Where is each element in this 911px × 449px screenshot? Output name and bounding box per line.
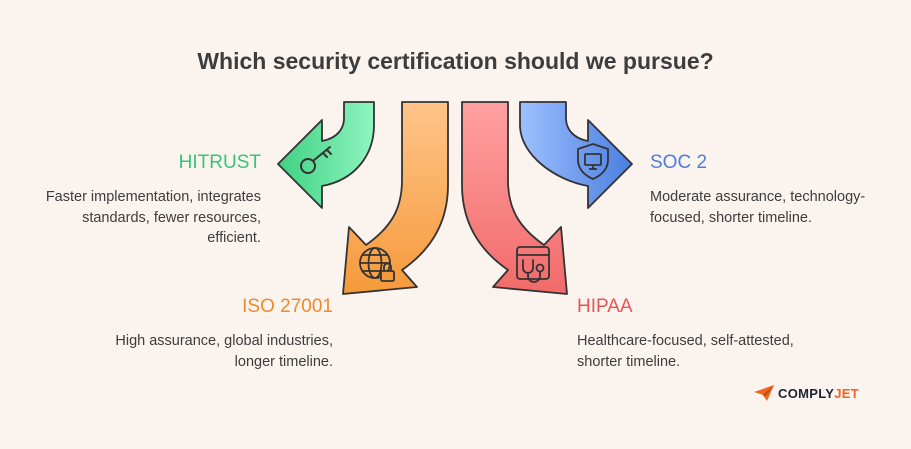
- iso27001-description-line: longer timeline.: [234, 353, 333, 370]
- hitrust-description-line: standards, fewer resources,: [82, 209, 261, 226]
- soc2-description: Moderate assurance, technology- focused,…: [650, 187, 905, 228]
- hipaa-arrow: [461, 101, 568, 295]
- complyjet-logo: COMPLYJET: [754, 383, 859, 403]
- paper-plane-icon: [754, 385, 774, 401]
- soc2-description-line: focused, shorter timeline.: [650, 209, 812, 226]
- stethoscope-window-icon: [516, 246, 550, 283]
- globe-lock-icon: [359, 247, 395, 282]
- hipaa-description: Healthcare-focused, self-attested, short…: [577, 331, 877, 372]
- hitrust-description-line: Faster implementation, integrates: [45, 189, 261, 205]
- soc2-arrow: [519, 101, 633, 209]
- hipaa-description-line: Healthcare-focused, self-attested,: [577, 333, 794, 349]
- hitrust-description: Faster implementation, integrates standa…: [6, 187, 261, 249]
- iso27001-description: High assurance, global industries, longe…: [60, 331, 333, 372]
- shield-monitor-icon: [577, 143, 609, 180]
- iso27001-arrow: [342, 101, 449, 295]
- iso27001-description-line: High assurance, global industries,: [115, 333, 333, 349]
- logo-text-prefix: COMPLY: [778, 385, 835, 401]
- iso27001-label: ISO 27001: [242, 296, 333, 317]
- hipaa-description-line: shorter timeline.: [577, 353, 681, 370]
- logo-text-suffix: JET: [834, 385, 859, 401]
- hitrust-description-line: efficient.: [207, 230, 261, 246]
- soc2-description-line: Moderate assurance, technology-: [650, 189, 866, 205]
- soc2-label: SOC 2: [650, 152, 708, 173]
- diagram-title: Which security certification should we p…: [197, 48, 714, 74]
- hitrust-label: HITRUST: [178, 152, 261, 173]
- key-icon: [300, 146, 332, 174]
- logo-text: COMPLYJET: [778, 386, 859, 401]
- hipaa-label: HIPAA: [577, 296, 633, 317]
